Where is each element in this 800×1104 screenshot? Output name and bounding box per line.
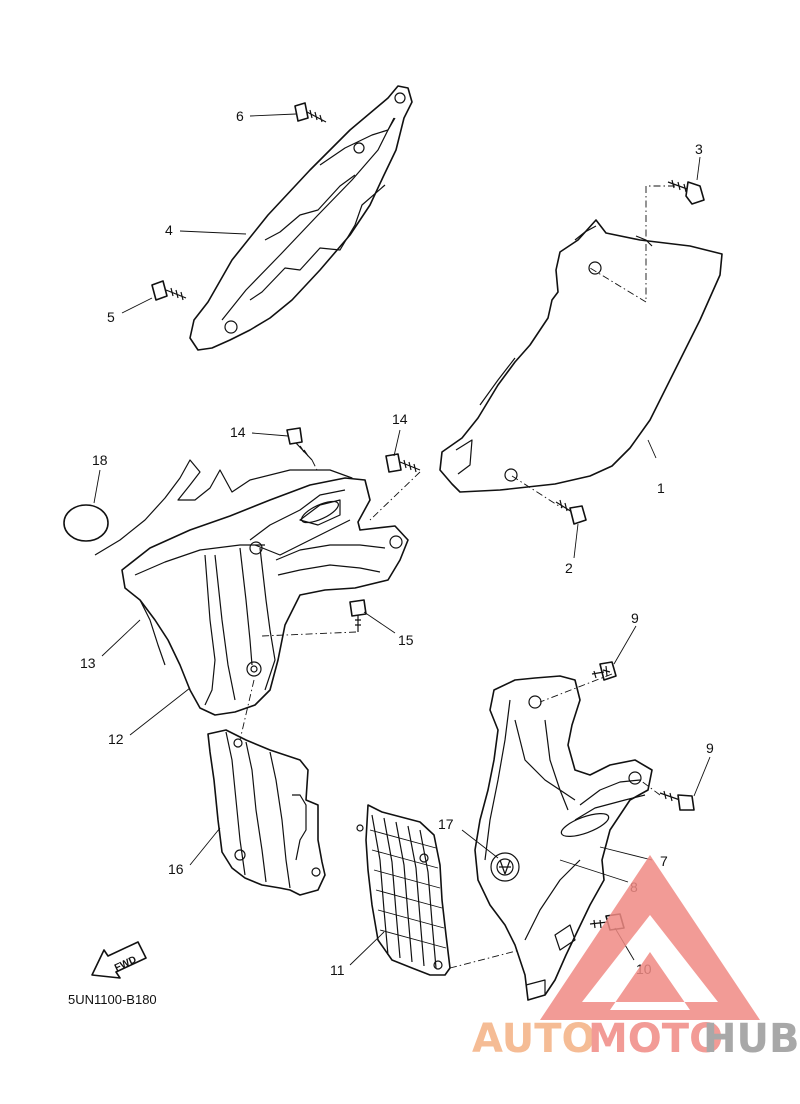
- part-4-upper-side-cover: [189, 85, 413, 351]
- callout-3: 3: [695, 141, 703, 157]
- bolt-6: [294, 102, 327, 123]
- callout-2: 2: [565, 560, 573, 576]
- callout-14b: 14: [392, 411, 408, 427]
- bolt-9b: [659, 790, 695, 811]
- part-1-side-panel: [439, 219, 723, 493]
- bolt-5: [151, 280, 187, 301]
- watermark-moto: MOTO: [588, 1016, 723, 1062]
- callout-13: 13: [80, 655, 96, 671]
- leader-lines: [93, 113, 711, 969]
- callout-15: 15: [398, 632, 414, 648]
- callout-6: 6: [236, 108, 244, 124]
- bolt-9a: [591, 661, 617, 681]
- part-16-radiator-guard: [207, 729, 326, 896]
- bolt-14a: [286, 427, 313, 461]
- part-18-oval-emblem: [63, 504, 109, 542]
- callout-1: 1: [657, 480, 665, 496]
- callout-9a: 9: [631, 610, 639, 626]
- callout-12: 12: [108, 731, 124, 747]
- callout-18: 18: [92, 452, 108, 468]
- bolt-3: [667, 179, 705, 205]
- callout-14a: 14: [230, 424, 246, 440]
- watermark-triangle-logo: [540, 855, 760, 1020]
- fwd-direction-arrow: FWD: [91, 941, 147, 979]
- bolt-14b: [385, 453, 421, 473]
- part-7-lower-shroud: [474, 675, 653, 1001]
- callout-5: 5: [107, 309, 115, 325]
- callout-11: 11: [330, 962, 345, 978]
- callout-7: 7: [660, 853, 668, 869]
- part-12-radiator-shroud: [121, 477, 409, 716]
- callout-4: 4: [165, 222, 173, 238]
- part-11-radiator-louvre: [356, 804, 451, 976]
- watermark-hub: HUB: [703, 1016, 799, 1062]
- callout-9b: 9: [706, 740, 714, 756]
- watermark-auto: AUTO: [472, 1016, 596, 1062]
- bolt-2: [555, 499, 587, 525]
- callout-16: 16: [168, 861, 184, 877]
- automotohub-watermark: AUTO MOTO HUB: [472, 855, 799, 1062]
- part-code: 5UN1100-B180: [68, 992, 157, 1007]
- callout-17: 17: [438, 816, 454, 832]
- bolt-15: [349, 599, 367, 632]
